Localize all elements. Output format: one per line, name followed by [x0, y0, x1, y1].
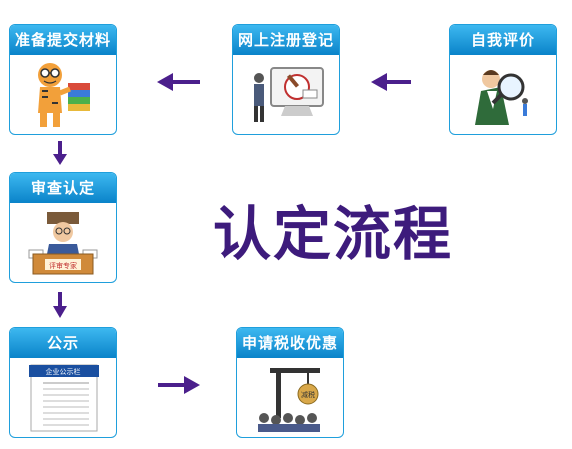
step-review-label: 审查认定 — [10, 173, 116, 203]
tax-reduction-crane-icon: 减税 — [258, 367, 320, 432]
magnifier-person-icon — [475, 69, 528, 125]
step-self-eval-label: 自我评价 — [450, 25, 556, 55]
step-tax-benefit-label: 申请税收优惠 — [237, 328, 343, 358]
monitor-registration-icon — [254, 66, 324, 122]
step-online-register: 网上注册登记 — [232, 24, 340, 135]
step-publicity: 公示 企业公示栏 — [9, 327, 117, 438]
arrow-down-2 — [53, 292, 67, 318]
tiger-with-books-icon — [38, 62, 90, 127]
arrow-down-1 — [53, 141, 67, 165]
step-self-eval: 自我评价 — [449, 24, 557, 135]
step-submit-materials: 准备提交材料 — [9, 24, 117, 135]
public-notice-document-icon: 企业公示栏 — [29, 364, 99, 431]
notice-header-text: 企业公示栏 — [46, 367, 81, 376]
step-submit-materials-label: 准备提交材料 — [10, 25, 116, 55]
step-review: 审查认定 评审专家 — [9, 172, 117, 283]
arrow-right-1 — [158, 376, 200, 394]
arrow-left-2 — [157, 73, 200, 91]
tax-sign-text: 减税 — [301, 390, 315, 399]
step-publicity-label: 公示 — [10, 328, 116, 358]
step-online-register-label: 网上注册登记 — [233, 25, 339, 55]
page-title: 认定流程 — [212, 200, 453, 268]
arrow-left-1 — [371, 73, 411, 91]
expert-review-desk-icon: 评审专家 — [28, 211, 98, 274]
expert-sign-text: 评审专家 — [49, 261, 77, 270]
step-tax-benefit: 申请税收优惠 减税 — [236, 327, 344, 438]
